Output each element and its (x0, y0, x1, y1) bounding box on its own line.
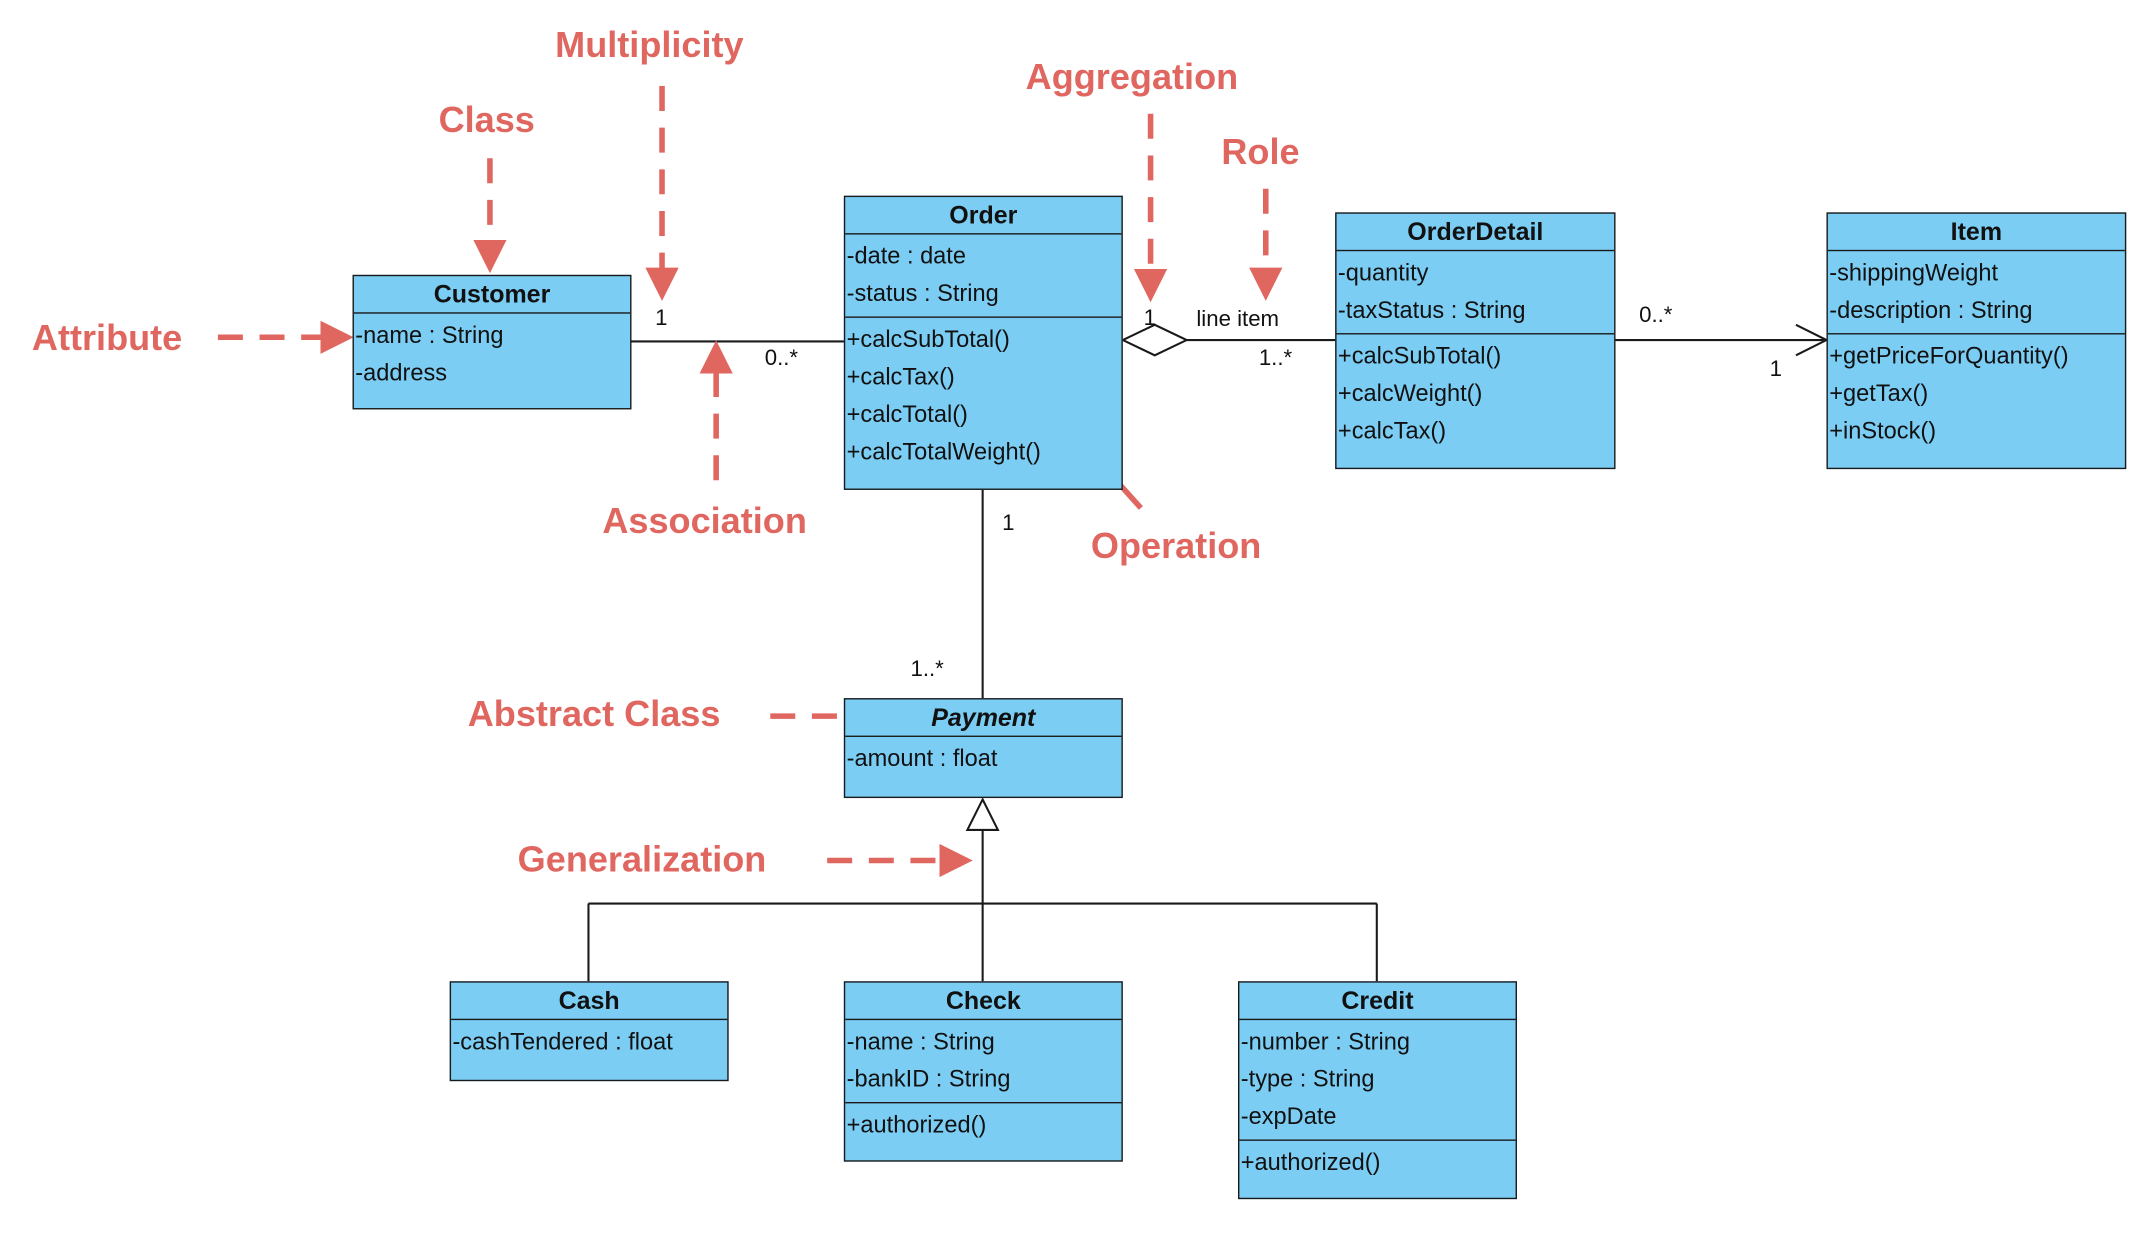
open-arrowhead (1795, 323, 1829, 357)
multiplicity-item-end: 1 (1769, 358, 1782, 382)
attributes-compartment: -date : date -status : String (845, 235, 1121, 317)
attribute: -shippingWeight (1829, 259, 1999, 286)
attribute: -bankID : String (846, 1065, 1011, 1093)
attributes-compartment: -name : String -address (354, 314, 630, 396)
attribute: -taxStatus : String (1337, 297, 1526, 324)
attribute: -name : String (846, 1028, 995, 1055)
class-name: Payment (845, 700, 1122, 737)
annotation-abstract-class: Abstract Class (467, 692, 721, 735)
attribute: -name : String (355, 321, 504, 349)
generalization-triangle (965, 797, 1000, 832)
attributes-compartment: -quantity -taxStatus : String (1337, 251, 1615, 333)
annotation-role: Role (1221, 130, 1300, 173)
attributes-compartment: -name : String -bankID : String (845, 1020, 1121, 1102)
class-name: Order (845, 197, 1122, 235)
operations-compartment: +authorized() (1239, 1139, 1516, 1185)
multiplicity-detail-item-end: 0..* (1639, 303, 1673, 328)
attribute: -date : date (846, 242, 967, 270)
class-name: Check (845, 983, 1122, 1021)
class-item[interactable]: Item -shippingWeight -description : Stri… (1826, 212, 2127, 470)
operation: +calcTotalWeight() (846, 438, 1041, 465)
class-customer[interactable]: Customer -name : String -address (352, 274, 632, 410)
operation: +calcSubTotal() (1337, 342, 1502, 370)
operation: +authorized() (846, 1111, 987, 1139)
class-order-detail[interactable]: OrderDetail -quantity -taxStatus : Strin… (1335, 212, 1616, 470)
operation: +calcSubTotal() (846, 326, 1010, 353)
attributes-compartment: -amount : float (845, 737, 1121, 781)
multiplicity-order-detail-part-end: 1..* (1258, 346, 1293, 371)
attribute: -quantity (1337, 259, 1429, 286)
annotation-association: Association (602, 499, 807, 542)
attribute: -expDate (1240, 1103, 1337, 1130)
class-cash[interactable]: Cash -cashTendered : float (449, 981, 729, 1082)
class-name: Cash (451, 983, 728, 1021)
attributes-compartment: -shippingWeight -description : String (1828, 251, 2125, 333)
operations-compartment: +authorized() (845, 1101, 1122, 1148)
operations-compartment: +getPriceForQuantity() +getTax() +inStoc… (1827, 333, 2125, 454)
class-name: OrderDetail (1336, 214, 1615, 252)
multiplicity-order-detail-aggregate-end: 1 (1143, 306, 1156, 331)
operations-compartment: +calcSubTotal() +calcWeight() +calcTax() (1336, 333, 1615, 454)
attribute: -cashTendered : float (452, 1028, 673, 1055)
role-label: line item (1196, 308, 1280, 332)
class-order[interactable]: Order -date : date -status : String +cal… (843, 195, 1123, 490)
attributes-compartment: -cashTendered : float (451, 1020, 727, 1064)
attribute: -description : String (1829, 297, 2033, 324)
multiplicity-order-customer-end: 0..* (764, 346, 799, 371)
attributes-compartment: -number : String -type : String -expDate (1239, 1020, 1515, 1139)
multiplicity-order-payment-end: 1 (1002, 512, 1015, 536)
operation: +calcTax() (1337, 417, 1447, 445)
operation: +getPriceForQuantity() (1829, 342, 2069, 370)
annotation-multiplicity: Multiplicity (555, 23, 744, 66)
annotation-attribute: Attribute (31, 316, 183, 359)
annotation-aggregation: Aggregation (1025, 55, 1239, 98)
attribute: -amount : float (846, 745, 998, 772)
class-check[interactable]: Check -name : String -bankID : String +a… (843, 981, 1123, 1162)
operation: +getTax() (1829, 380, 1929, 407)
class-credit[interactable]: Credit -number : String -type : String -… (1238, 981, 1517, 1200)
class-name: Credit (1239, 983, 1516, 1021)
multiplicity-customer-end: 1 (655, 306, 668, 331)
operation: +inStock() (1829, 417, 1937, 445)
class-name: Item (1827, 214, 2125, 252)
operation: +calcTotal() (846, 401, 968, 428)
annotation-generalization: Generalization (517, 838, 767, 880)
class-payment[interactable]: Payment -amount : float (843, 698, 1123, 799)
annotation-operation: Operation (1090, 524, 1262, 567)
operations-compartment: +calcSubTotal() +calcTax() +calcTotal() … (845, 316, 1122, 474)
operation: +calcTax() (846, 363, 955, 390)
attribute: -type : String (1240, 1065, 1375, 1093)
class-name: Customer (353, 276, 631, 314)
aggregation-diamond (1120, 323, 1190, 357)
multiplicity-payment-end: 1..* (910, 657, 944, 682)
operation: +authorized() (1240, 1149, 1381, 1176)
attribute: -address (355, 359, 448, 386)
attribute: -number : String (1240, 1028, 1410, 1055)
operation: +calcWeight() (1337, 380, 1483, 407)
attribute: -status : String (846, 280, 999, 307)
annotation-class: Class (438, 98, 535, 141)
